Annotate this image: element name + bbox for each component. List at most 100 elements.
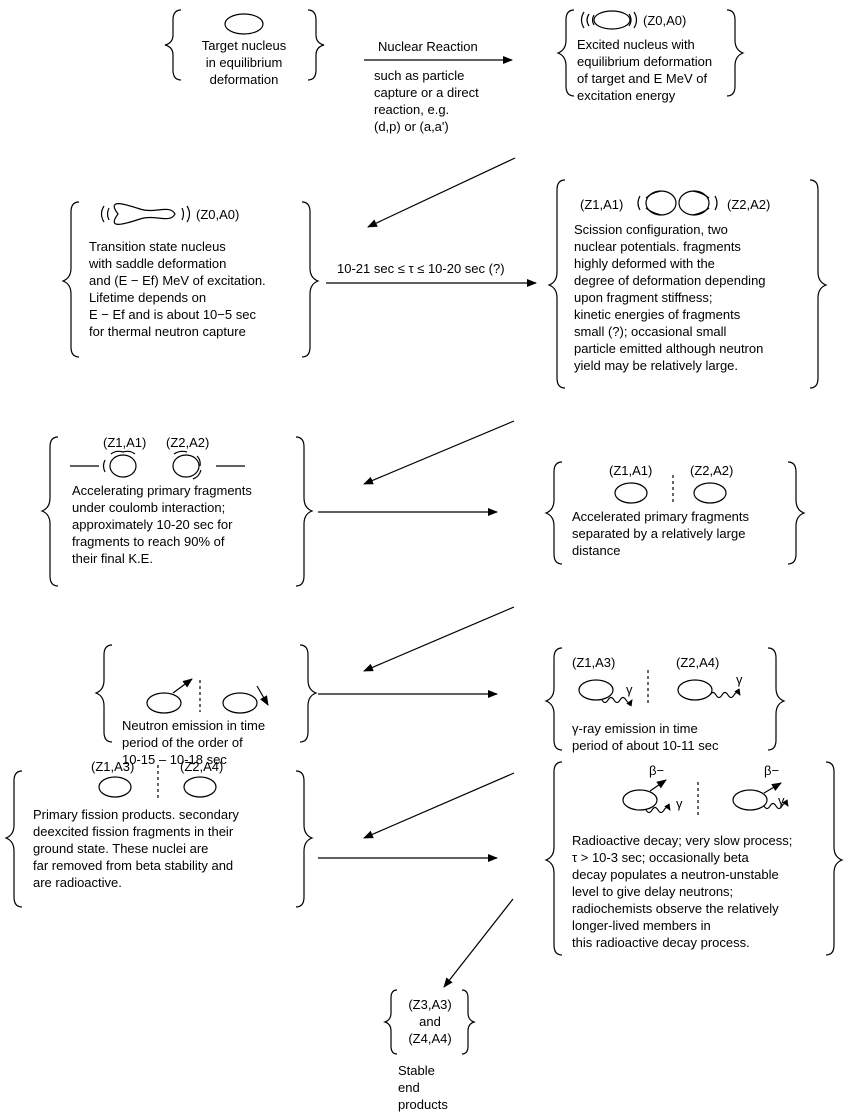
gamma-label-right: (Z2,A4): [676, 655, 720, 670]
accelerating-line: under coulomb interaction;: [72, 500, 226, 515]
arrow-to-accelerating: [363, 420, 515, 485]
transition-line: Transition state nucleus: [89, 239, 226, 254]
primary-line: ground state. These nuclei are: [33, 841, 209, 856]
radioactive-gamma-symbol-1: γ: [676, 796, 683, 811]
final-line: (Z4,A4): [408, 1031, 452, 1046]
beta-emission-2: [763, 782, 782, 794]
arrow-to-final: [443, 898, 514, 988]
radioactive-gamma-wave-1: [645, 803, 671, 814]
accelerating-text: Accelerating primary fragments under cou…: [72, 482, 252, 567]
excited-vibration-right: [628, 11, 638, 29]
gamma-fragment-1: [578, 679, 614, 701]
neutron-line: Neutron emission in time: [122, 718, 266, 733]
saddle-nucleus: [113, 203, 176, 225]
final-text: (Z3,A3) and (Z4,A4): [395, 996, 465, 1047]
scission-vibration: [637, 190, 718, 216]
accelerating-fragment-2: [172, 454, 200, 478]
primary-line: deexcited fission fragments in their: [33, 824, 234, 839]
primary-label-left: (Z1,A3): [91, 759, 135, 774]
brace-accelerating-left: [40, 436, 59, 587]
brace-final-left: [383, 989, 398, 1055]
excited-line: excitation energy: [577, 88, 676, 103]
brace-target-right: [307, 9, 325, 81]
brace-excited-left: [556, 9, 575, 97]
transition-line: for thermal neutron capture: [89, 324, 246, 339]
primary-product-1: [98, 776, 132, 798]
neutron-fragment-1: [146, 692, 182, 714]
brace-neutron-right: [299, 644, 318, 743]
primary-line: Primary fission products. secondary: [33, 807, 239, 822]
beta-symbol-1: β−: [649, 763, 665, 778]
reaction-line: such as particle: [374, 68, 465, 83]
brace-accelerating-right: [295, 436, 314, 587]
brace-scission-right: [809, 179, 828, 389]
nuclear-reaction-title: Nuclear Reaction: [378, 39, 478, 54]
scission-line: degree of deformation depending: [574, 273, 766, 288]
beta-emission-1: [649, 779, 667, 792]
radioactive-gamma-symbol-2: γ: [778, 793, 785, 808]
brace-primary-right: [295, 770, 314, 908]
lifetime-label: 10-21 sec ≤ τ ≤ 10-20 sec (?): [337, 261, 505, 276]
nuclear-reaction-text: such as particle capture or a direct rea…: [374, 67, 479, 135]
excited-line: Excited nucleus with: [577, 37, 695, 52]
excited-line: of target and E MeV of: [577, 71, 708, 86]
final-caption-line: end: [398, 1080, 420, 1095]
gamma-symbol-1: γ: [626, 682, 633, 697]
primary-line: far removed from beta stability and: [33, 858, 234, 873]
target-line: Target nucleus: [201, 38, 287, 53]
accelerated-text: Accelerated primary fragments separated …: [572, 508, 749, 559]
accelerated-label-left: (Z1,A1): [609, 463, 653, 478]
accelerated-line: separated by a relatively large: [572, 526, 746, 541]
brace-accelerated-right: [787, 461, 806, 565]
brace-scission-left: [547, 179, 566, 389]
transition-label: (Z0,A0): [196, 207, 240, 222]
accelerated-fragment-2: [693, 482, 727, 504]
radioactive-text: Radioactive decay; very slow process; τ …: [572, 832, 792, 951]
neutron-line: 10-15 – 10-18 sec: [122, 752, 227, 767]
accelerating-line: their final K.E.: [72, 551, 153, 566]
arrow-to-transition: [367, 157, 516, 228]
scission-line: highly deformed with the: [574, 256, 715, 271]
accelerated-fragment-1: [614, 482, 648, 504]
radioactive-line: longer-lived members in: [572, 918, 711, 933]
primary-product-2: [183, 776, 217, 798]
excited-label: (Z0,A0): [643, 13, 687, 28]
brace-neutron-left: [94, 644, 113, 743]
target-line: deformation: [209, 72, 279, 87]
brace-primary-left: [4, 770, 23, 908]
scission-line: upon fragment stiffness;: [574, 290, 713, 305]
radioactive-line: this radioactive decay process.: [572, 935, 750, 950]
gamma-label-left: (Z1,A3): [572, 655, 616, 670]
radioactive-line: τ > 10-3 sec; occasionally beta: [572, 850, 749, 865]
target-nucleus: [224, 13, 264, 35]
excited-nucleus: [593, 10, 631, 30]
accelerated-line: distance: [572, 543, 621, 558]
gamma-text: γ-ray emission in time period of about 1…: [572, 720, 718, 754]
radioactive-nucleus-2: [732, 789, 768, 811]
neutron-line: period of the order of: [122, 735, 243, 750]
brace-gamma-right: [767, 647, 786, 751]
saddle-vibration-right: [181, 205, 191, 223]
transition-line: and (E − Ef) MeV of excitation.: [89, 273, 266, 288]
reaction-line: reaction, e.g.: [374, 102, 450, 117]
reaction-line: (d,p) or (a,a'): [374, 119, 449, 134]
primary-text: Primary fission products. secondary deex…: [33, 806, 239, 891]
primary-label-right: (Z2,A4): [180, 759, 224, 774]
accelerated-line: Accelerated primary fragments: [572, 509, 750, 524]
gamma-symbol-2: γ: [736, 672, 743, 687]
transition-line: with saddle deformation: [89, 256, 227, 271]
brace-target-left: [164, 9, 182, 81]
neutron-fragment-2: [222, 692, 258, 714]
gamma-line: period of about 10-11 sec: [572, 738, 719, 753]
accelerating-line: approximately 10-20 sec for: [72, 517, 233, 532]
primary-line: are radioactive.: [33, 875, 122, 890]
radioactive-line: level to give delay neutrons;: [572, 884, 734, 899]
radioactive-gamma-wave-2: [763, 799, 789, 810]
scission-line: small (?); occasional small: [574, 324, 727, 339]
brace-transition-right: [301, 201, 320, 358]
accelerated-label-right: (Z2,A2): [690, 463, 734, 478]
gamma-line: γ-ray emission in time: [572, 721, 698, 736]
accelerating-label-right: (Z2,A2): [166, 435, 210, 450]
final-line: (Z3,A3): [408, 997, 452, 1012]
